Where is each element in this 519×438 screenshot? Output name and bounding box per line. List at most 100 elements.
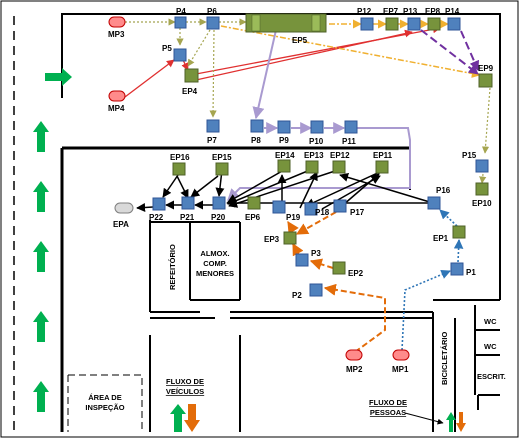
arrow-up-icon <box>33 121 49 152</box>
station-ep2 <box>332 261 346 275</box>
point-p22 <box>152 197 166 211</box>
stations <box>172 17 493 275</box>
flow-gold <box>220 19 481 78</box>
station-ep11 <box>375 160 389 174</box>
node-labels: P4 P6 P5 MP3 MP4 EP4 EP5 P12 EP7 P13 EP8… <box>108 7 494 374</box>
arrow-right-icon <box>45 68 72 86</box>
label-p1: P1 <box>466 268 476 277</box>
point-p2 <box>309 283 323 297</box>
point-p15 <box>475 159 489 173</box>
station-ep10 <box>475 182 489 196</box>
label-p17: P17 <box>350 208 365 217</box>
label-ep7: EP7 <box>383 7 399 16</box>
label-p5: P5 <box>162 44 172 53</box>
flow-orange <box>287 211 386 353</box>
label-p19: P19 <box>286 213 301 222</box>
station-ep3 <box>283 231 297 245</box>
station-ep9 <box>478 73 493 88</box>
room-labels: REFEITÓRIO ALMOX. COMP. MENORES BICICLET… <box>85 244 505 412</box>
point-p13 <box>407 17 421 31</box>
room-area-line1: ÁREA DE <box>88 393 121 402</box>
points <box>152 16 489 297</box>
point-p8 <box>250 119 264 133</box>
label-p15: P15 <box>462 151 477 160</box>
arrow-down-icon <box>184 404 200 432</box>
room-wc2: WC <box>484 342 497 351</box>
room-escrit: ESCRIT. <box>477 372 506 381</box>
point-p10 <box>310 120 324 134</box>
label-p18: P18 <box>315 208 330 217</box>
label-mp2: MP2 <box>346 365 363 374</box>
room-bicicletario: BICICLETÁRIO <box>440 332 449 385</box>
material-mp3 <box>108 16 126 28</box>
label-p11: P11 <box>342 137 356 146</box>
station-ep1 <box>452 225 466 239</box>
legend-pessoas-line2: PESSOAS <box>370 408 406 417</box>
arrow-up-icon <box>33 241 49 272</box>
flow-black <box>136 169 434 212</box>
room-refeitorio: REFEITÓRIO <box>168 244 177 290</box>
station-ep5 <box>245 13 327 33</box>
station-ep5-detail <box>311 14 321 32</box>
label-p16: P16 <box>436 186 451 195</box>
label-p7: P7 <box>207 136 217 145</box>
flow-purple <box>420 29 479 75</box>
label-ep13: EP13 <box>304 151 324 160</box>
flow-lavender <box>227 29 411 201</box>
room-almox-line2: COMP. <box>203 259 227 268</box>
label-p22: P22 <box>149 213 164 222</box>
station-ep14 <box>277 159 291 173</box>
label-p12: P12 <box>357 7 372 16</box>
label-p20: P20 <box>211 213 226 222</box>
label-ep9: EP9 <box>478 64 494 73</box>
label-p6: P6 <box>207 7 217 16</box>
room-wc1: WC <box>484 317 497 326</box>
label-ep12: EP12 <box>330 151 350 160</box>
material-mp4 <box>108 90 126 102</box>
station-ep13 <box>305 160 319 174</box>
point-p5 <box>173 48 187 62</box>
legend-pessoas-line1: FLUXO DE <box>369 398 407 407</box>
station-ep7 <box>385 17 399 31</box>
label-ep3: EP3 <box>264 235 280 244</box>
station-ep5-detail <box>251 14 261 32</box>
point-p16 <box>427 196 441 210</box>
point-p17 <box>333 199 347 213</box>
label-p3: P3 <box>311 249 321 258</box>
station-ep4 <box>184 68 199 83</box>
label-p4: P4 <box>176 7 186 16</box>
legend-labels: FLUXO DE VEÍCULOS FLUXO DE PESSOAS <box>166 377 444 425</box>
materials <box>108 16 410 361</box>
flow-red <box>124 25 441 98</box>
point-p6 <box>206 16 220 30</box>
point-p4 <box>174 16 187 29</box>
label-p8: P8 <box>251 136 261 145</box>
point-p20 <box>212 196 226 210</box>
label-ep16: EP16 <box>170 153 190 162</box>
label-p9: P9 <box>279 136 289 145</box>
label-p14: P14 <box>445 7 460 16</box>
station-ep15 <box>215 162 229 176</box>
label-p21: P21 <box>180 213 195 222</box>
label-ep14: EP14 <box>275 151 295 160</box>
legend-veiculos-line2: VEÍCULOS <box>166 387 204 396</box>
label-mp1: MP1 <box>392 365 409 374</box>
label-p2: P2 <box>292 291 302 300</box>
label-ep1: EP1 <box>433 234 449 243</box>
point-p3 <box>295 253 309 267</box>
arrow-up-icon <box>170 404 186 432</box>
station-ep8 <box>427 17 441 31</box>
arrow-up-icon <box>33 381 49 412</box>
legend-arrows <box>170 404 466 432</box>
label-p10: P10 <box>309 137 324 146</box>
material-mp2 <box>345 349 363 361</box>
station-ep6 <box>247 196 261 210</box>
room-area-line2: INSPEÇÃO <box>85 403 124 412</box>
arrow-up-icon <box>446 412 456 432</box>
arrow-up-icon <box>33 181 49 212</box>
label-ep8: EP8 <box>425 7 441 16</box>
point-p21 <box>181 196 195 210</box>
station-epa <box>114 202 134 214</box>
